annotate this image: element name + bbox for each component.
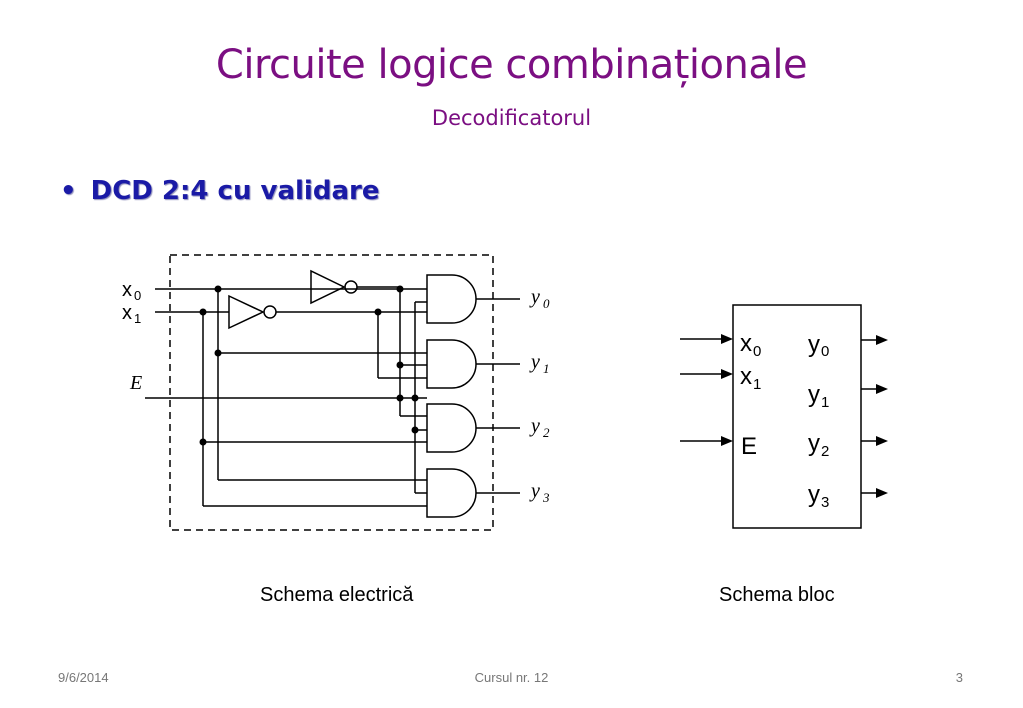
- and-gate-0: [426, 274, 477, 324]
- label-e: E: [129, 372, 142, 394]
- label-y0: y: [529, 286, 540, 308]
- inverter-x1: [228, 294, 277, 330]
- block-label-x0-sub: 0: [753, 343, 761, 360]
- block-label-y0-sub: 0: [821, 343, 829, 360]
- block-label-y2: y: [808, 430, 820, 457]
- block-scheme: [680, 304, 876, 529]
- block-label-y0: y: [808, 331, 820, 358]
- bullet-item: • DCD 2:4 cu validare: [60, 176, 379, 206]
- caption-electric-scheme: Schema electrică: [260, 584, 414, 606]
- block-label-x1: x: [740, 363, 752, 390]
- bullet-text: DCD 2:4 cu validare: [90, 176, 380, 206]
- label-y2-sub: 2: [543, 425, 550, 440]
- junction-dots: [199, 285, 419, 446]
- block-label-y1-sub: 1: [821, 394, 829, 411]
- and-gate-3: [426, 468, 477, 518]
- block-label-y3: y: [808, 481, 820, 508]
- block-label-x1-sub: 1: [753, 376, 761, 393]
- decoder-block: [732, 304, 862, 529]
- arrow-out-y0-icon: [876, 335, 888, 345]
- label-x1: x: [122, 302, 132, 324]
- label-x0-sub: 0: [134, 288, 141, 303]
- and-gate-1: [426, 339, 477, 389]
- label-y2: y: [529, 415, 540, 437]
- inverter-x0: [310, 269, 358, 305]
- footer-page-number: 3: [955, 670, 963, 685]
- block-arrowheads: [721, 334, 888, 498]
- footer-course: Cursul nr. 12: [474, 670, 549, 685]
- arrow-in-x0-icon: [721, 334, 733, 344]
- arrow-in-x1-icon: [721, 369, 733, 379]
- label-x0: x: [122, 279, 132, 301]
- label-y0-sub: 0: [543, 296, 550, 311]
- footer-date: 9/6/2014: [58, 670, 109, 685]
- slide-title: Circuite logice combinaționale: [215, 42, 808, 88]
- block-label-y1: y: [808, 381, 820, 408]
- bullet-icon: •: [60, 176, 77, 206]
- label-y1-sub: 1: [543, 361, 550, 376]
- caption-block-scheme: Schema bloc: [719, 584, 835, 606]
- label-y3: y: [529, 480, 540, 502]
- label-y1: y: [529, 351, 540, 373]
- and-gate-2: [426, 403, 477, 453]
- slide-subtitle: Decodificatorul: [431, 106, 592, 130]
- block-label-x0: x: [740, 330, 752, 357]
- electric-scheme: [145, 254, 520, 531]
- block-label-y3-sub: 3: [821, 494, 829, 511]
- arrow-out-y1-icon: [876, 384, 888, 394]
- block-label-e: E: [741, 433, 757, 460]
- block-label-y2-sub: 2: [821, 443, 829, 460]
- arrow-in-e-icon: [721, 436, 733, 446]
- label-x1-sub: 1: [134, 311, 141, 326]
- label-y3-sub: 3: [542, 490, 550, 505]
- arrow-out-y3-icon: [876, 488, 888, 498]
- decoder-enclosure: [169, 254, 494, 531]
- arrow-out-y2-icon: [876, 436, 888, 446]
